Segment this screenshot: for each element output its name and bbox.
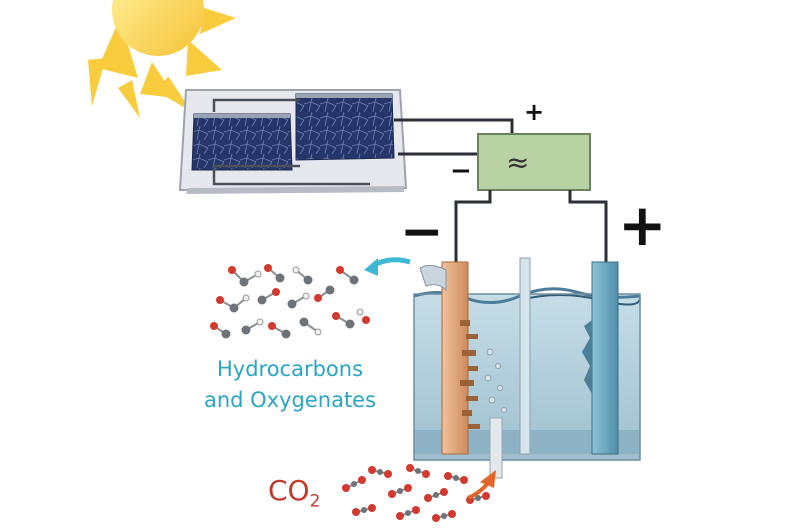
positive-terminal-label: + xyxy=(524,98,545,126)
co2-label-subscript: 2 xyxy=(309,491,321,512)
electrolysis-cell-icon xyxy=(413,257,641,479)
cathode-polarity-label: − xyxy=(400,202,444,262)
electrode-wires xyxy=(454,190,608,262)
co2-inlet-arrow xyxy=(467,470,496,500)
negative-terminal-label: − xyxy=(450,156,472,186)
anode-polarity-label: + xyxy=(618,191,667,259)
co2-label: CO2 xyxy=(268,474,320,512)
panel-wires xyxy=(394,118,514,156)
solar-panel-icon xyxy=(178,89,408,194)
sun-icon xyxy=(88,0,236,118)
co2-label-main: CO xyxy=(268,474,310,507)
co2-molecules xyxy=(342,464,490,522)
power-converter-icon xyxy=(477,133,591,191)
product-atoms xyxy=(210,264,370,339)
converter-symbol: ≈ xyxy=(506,146,530,179)
products-caption-line2: and Oxygenates xyxy=(203,388,377,412)
products-caption: Hydrocarbons and Oxygenates xyxy=(200,354,380,416)
product-arrow xyxy=(364,257,411,276)
products-caption-line1: Hydrocarbons xyxy=(216,357,364,381)
